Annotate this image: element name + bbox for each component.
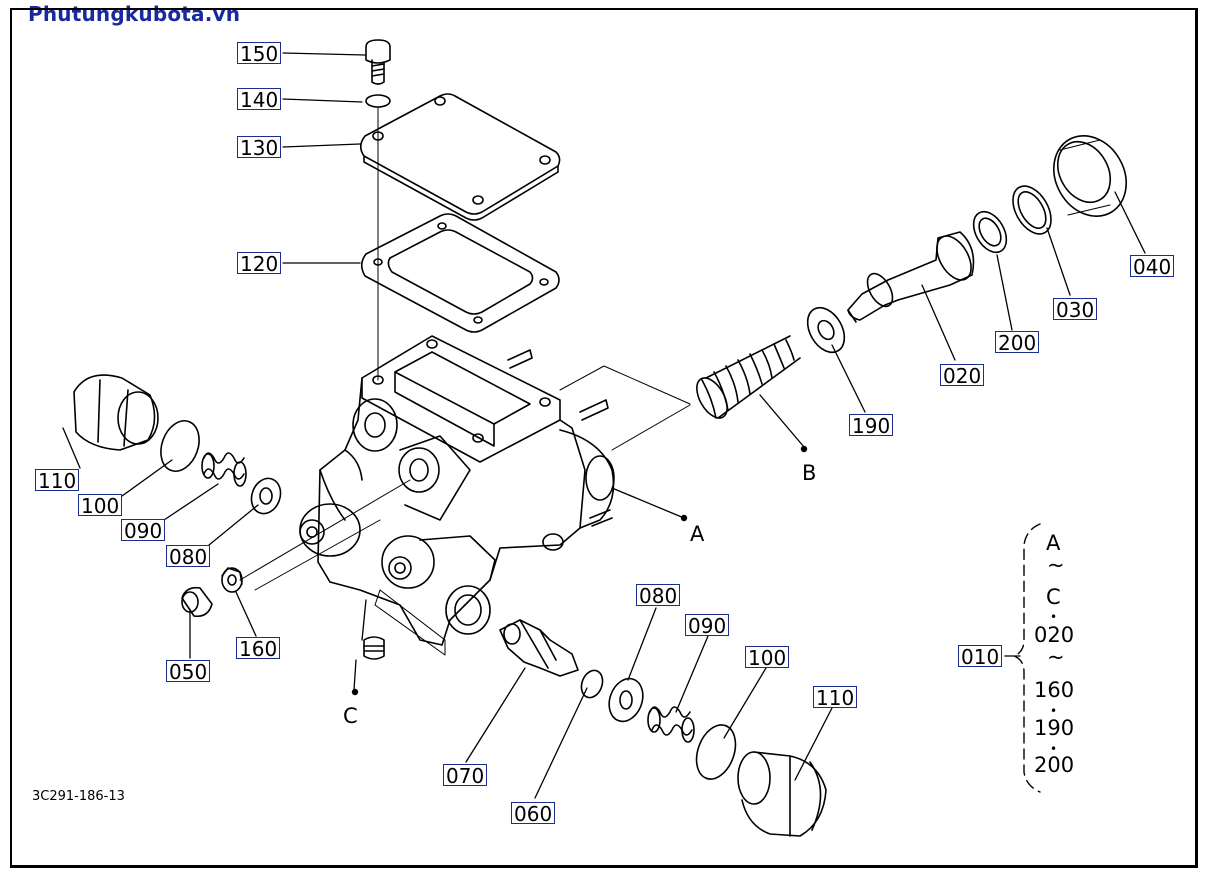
plug-050-drawing — [181, 586, 213, 618]
bottom-plug-c-drawing — [363, 636, 385, 660]
kit-item: 020 — [1034, 623, 1075, 647]
reference-point-c: C — [343, 704, 358, 728]
callout-140[interactable]: 140 — [237, 88, 282, 111]
callout-160[interactable]: 160 — [236, 637, 281, 660]
callout-200[interactable]: 200 — [995, 331, 1040, 354]
o-ring-060-drawing — [580, 669, 604, 699]
seal-200-drawing — [972, 210, 1008, 254]
callout-100-left[interactable]: 100 — [78, 494, 123, 517]
callout-120[interactable]: 120 — [237, 252, 282, 275]
kit-item: • — [1050, 610, 1058, 624]
callout-020[interactable]: 020 — [940, 364, 985, 387]
kit-item: 160 — [1034, 678, 1075, 702]
callout-080-right[interactable]: 080 — [636, 584, 681, 607]
collar-190-drawing — [806, 306, 846, 354]
callout-130[interactable]: 130 — [237, 136, 282, 159]
gasket-120-drawing — [360, 213, 560, 333]
callout-100-right[interactable]: 100 — [745, 646, 790, 669]
washer-140-drawing — [365, 94, 391, 108]
reference-dots — [351, 445, 808, 696]
spring-b-drawing — [696, 335, 801, 419]
callout-080-left[interactable]: 080 — [166, 545, 211, 568]
spring-090-right-drawing — [647, 706, 695, 743]
callout-090-right[interactable]: 090 — [685, 614, 730, 637]
kit-bracket-drawing — [1013, 523, 1041, 793]
kit-item: • — [1050, 742, 1058, 756]
callout-150[interactable]: 150 — [237, 42, 282, 65]
spring-090-left-drawing — [201, 452, 247, 487]
kit-item: C — [1046, 585, 1061, 609]
kit-item: A — [1046, 531, 1061, 555]
cover-plate-130-drawing — [359, 93, 561, 221]
callout-030[interactable]: 030 — [1053, 298, 1098, 321]
plug-110-right-drawing — [737, 751, 827, 837]
callout-010[interactable]: 010 — [958, 645, 1003, 668]
kit-item: ~ — [1047, 645, 1065, 669]
seat-160-drawing — [221, 567, 243, 593]
kit-item: ~ — [1047, 553, 1065, 577]
o-ring-100-right-drawing — [695, 724, 737, 780]
callout-090-left[interactable]: 090 — [121, 519, 166, 542]
callout-060[interactable]: 060 — [511, 802, 556, 825]
callout-040[interactable]: 040 — [1130, 255, 1175, 278]
leader-lines — [62, 52, 1146, 799]
callout-050[interactable]: 050 — [166, 660, 211, 683]
reference-point-a: A — [690, 522, 705, 546]
snap-ring-030-drawing — [1012, 185, 1052, 235]
drawing-code: 3C291-186-13 — [32, 789, 125, 804]
washer-080-left-drawing — [250, 477, 282, 515]
callout-110-right[interactable]: 110 — [813, 686, 858, 709]
kit-item: 190 — [1034, 716, 1075, 740]
kit-item: 200 — [1034, 753, 1075, 777]
o-ring-100-left-drawing — [160, 420, 200, 472]
callout-070[interactable]: 070 — [443, 764, 488, 787]
reference-point-b: B — [802, 461, 817, 485]
callout-110-left[interactable]: 110 — [35, 469, 80, 492]
brand-watermark: Phutungkubota.vn — [28, 2, 241, 26]
bolt-150-drawing — [365, 39, 391, 85]
shaft-020-drawing — [847, 231, 975, 323]
callout-190[interactable]: 190 — [849, 414, 894, 437]
diagram-frame — [10, 8, 1198, 868]
seal-040-drawing — [1053, 135, 1127, 217]
kit-item: • — [1050, 704, 1058, 718]
pump-housing-drawing — [239, 335, 691, 656]
washer-080-right-drawing — [608, 677, 644, 723]
valve-070-drawing — [499, 619, 579, 677]
plug-110-left-drawing — [73, 374, 159, 451]
